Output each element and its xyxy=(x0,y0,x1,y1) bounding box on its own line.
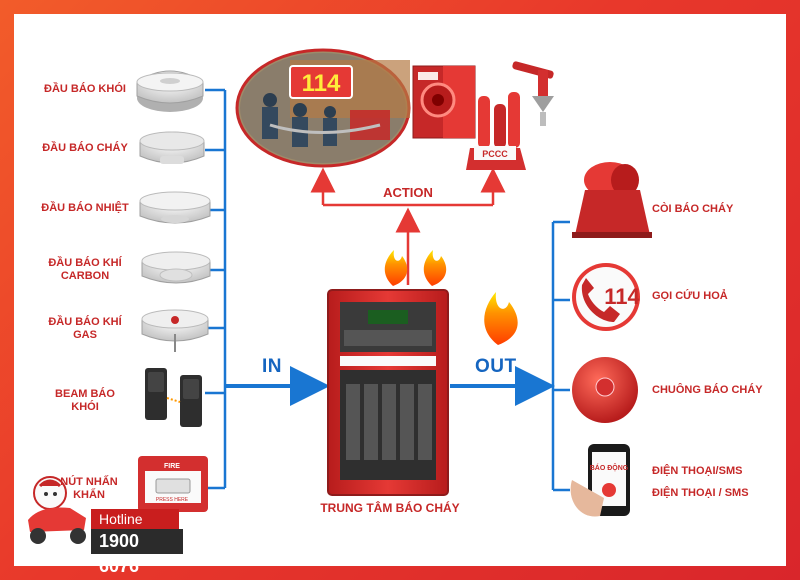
phone-sms-label-2: ĐIỆN THOẠI / SMS xyxy=(652,487,749,499)
flame-icon-1 xyxy=(384,250,408,286)
mcp-press-label: PRESS HERE xyxy=(156,497,189,503)
beam-detector-label: BEAM BÁO KHÓI xyxy=(55,388,115,413)
emergency-number-badge: 114 xyxy=(302,70,341,97)
call-114-icon: 114 xyxy=(572,263,641,331)
co-detector-label: ĐẦU BÁO KHÍ CARBON xyxy=(40,257,130,283)
sprinkler-icon xyxy=(512,61,554,126)
manual-call-point-icon: FIRE PRESS HERE xyxy=(138,456,208,512)
co-detector-icon xyxy=(141,251,211,284)
smoke-detector-icon xyxy=(136,70,204,112)
siren-label: CÒI BÁO CHÁY xyxy=(652,203,734,215)
phone-screen-text: BÁO ĐỘNG xyxy=(590,463,629,472)
hotline-number[interactable]: 1900 6076 xyxy=(91,529,183,576)
action-arrows xyxy=(310,167,506,285)
firefighters-image: 114 xyxy=(235,48,411,168)
heat-detector-icon xyxy=(139,191,211,224)
gas-detector-label-line1: ĐẦU BÁO KHÍ xyxy=(48,316,122,328)
in-label: IN xyxy=(262,356,282,377)
gas-detector-label: ĐẦU BÁO KHÍ GAS xyxy=(40,316,130,342)
mascot-scooter-icon xyxy=(28,476,86,544)
gas-detector-label-line2: GAS xyxy=(73,329,97,341)
out-label: OUT xyxy=(475,356,517,377)
flame-icon-3 xyxy=(484,292,518,345)
fire-extinguisher-icon: PCCC xyxy=(466,92,526,170)
hotline-label: Hotline xyxy=(91,509,179,529)
action-label: ACTION xyxy=(383,185,433,200)
manual-call-point-label: NÚT NHẤN KHẨN xyxy=(60,476,118,501)
fire-detector-label: ĐẦU BÁO CHÁY xyxy=(42,142,128,154)
flame-icon-2 xyxy=(423,250,447,286)
phone-icon: BÁO ĐỘNG xyxy=(570,444,630,517)
panel-caption: TRUNG TÂM BÁO CHÁY xyxy=(320,501,460,515)
input-bus xyxy=(205,88,227,490)
co-detector-label-line1: ĐẦU BÁO KHÍ xyxy=(48,257,122,269)
fire-detector-icon xyxy=(139,131,205,164)
call-fire-dept-label: GỌI CỨU HOẢ xyxy=(652,290,728,302)
fire-alarm-panel xyxy=(327,289,449,496)
pccc-label: PCCC xyxy=(482,149,508,159)
beam-detector-icon xyxy=(145,368,202,427)
gas-detector-icon xyxy=(141,309,209,352)
phone-sms-label-1: ĐIỆN THOẠI/SMS xyxy=(652,465,743,477)
mcp-fire-label: FIRE xyxy=(164,463,180,470)
siren-icon xyxy=(572,162,652,238)
co-detector-label-line2: CARBON xyxy=(60,270,110,282)
smoke-detector-label: ĐẦU BÁO KHÓI xyxy=(44,83,126,95)
alarm-bell-label: CHUÔNG BÁO CHÁY xyxy=(652,384,763,396)
output-bus xyxy=(551,220,570,492)
heat-detector-label: ĐẦU BÁO NHIỆT xyxy=(41,202,129,214)
hose-cabinet-icon xyxy=(412,65,476,139)
alarm-bell-icon xyxy=(572,357,638,423)
call-number-badge: 114 xyxy=(604,284,640,309)
